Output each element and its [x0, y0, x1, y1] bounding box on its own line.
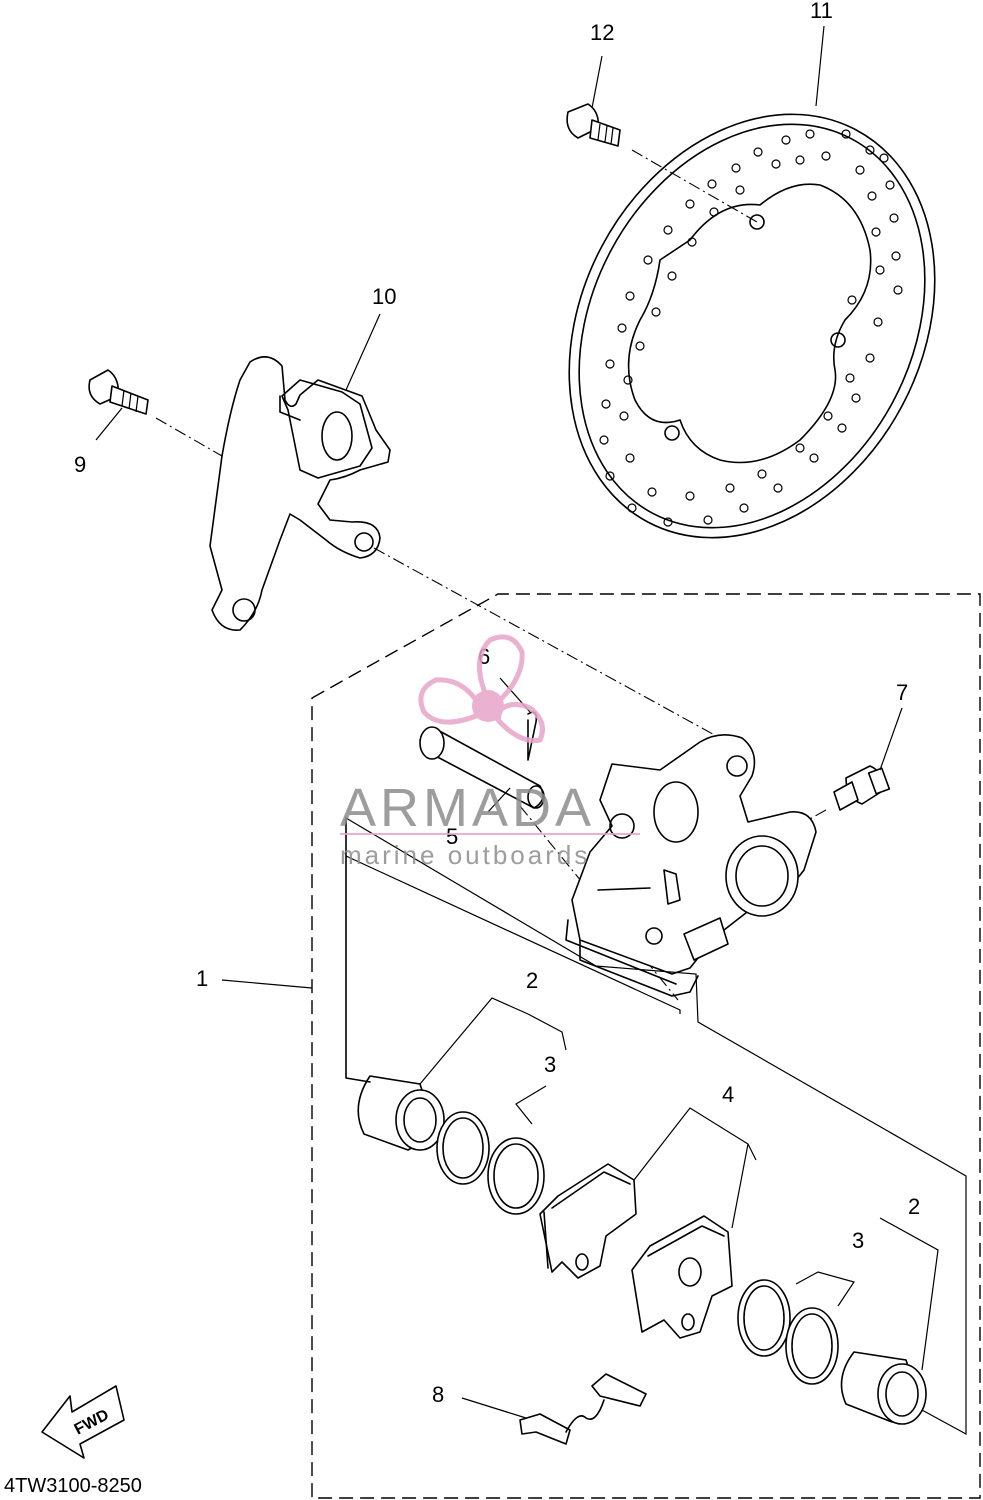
piston-bottom: [840, 1351, 927, 1425]
bleed-screw: [833, 765, 891, 811]
caliper-body: [565, 734, 817, 997]
callout-4: 4: [722, 1082, 734, 1107]
brake-pad-rear: [631, 1215, 733, 1339]
brake-disc: [568, 113, 936, 539]
callout-leaders: [95, 25, 939, 1419]
callout-3-top: 3: [544, 1052, 556, 1077]
callout-12: 12: [590, 20, 614, 45]
bracket-bolt: [88, 369, 149, 415]
cotter-pin: [527, 711, 538, 761]
watermark-brand: ARMADA: [340, 778, 595, 838]
piston-top: [357, 1075, 445, 1151]
callout-5: 5: [446, 824, 458, 849]
fwd-arrow: FWD: [41, 1385, 125, 1459]
callout-9: 9: [74, 452, 86, 477]
callout-7: 7: [896, 680, 908, 705]
callout-11: 11: [810, 0, 833, 23]
seals-bottom: [737, 1279, 839, 1385]
callout-2-bottom: 2: [908, 1194, 920, 1219]
brake-pad-front: [539, 1163, 637, 1279]
caliper-pin: [419, 726, 545, 809]
seals-top: [436, 1111, 545, 1215]
callout-8: 8: [432, 1382, 444, 1407]
propeller-logo-icon: [418, 634, 545, 744]
pad-spring: [519, 1373, 647, 1445]
watermark: ARMADA marine outboards: [340, 634, 640, 870]
callout-10: 10: [372, 284, 396, 309]
callout-3-bottom: 3: [852, 1228, 864, 1253]
disc-bolt: [566, 103, 621, 147]
disc-holes: [599, 129, 903, 527]
caliper-bracket: [209, 356, 391, 631]
callout-1: 1: [196, 966, 208, 991]
watermark-tagline: marine outboards: [340, 840, 590, 870]
callout-2-top: 2: [526, 968, 538, 993]
part-code: 4TW3100-8250: [4, 1475, 142, 1497]
